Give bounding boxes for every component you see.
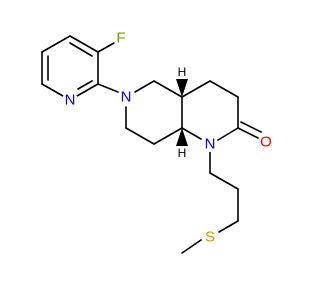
bond-c4-c5	[41, 35, 71, 53]
bond-c6-n-pyridine	[41, 83, 64, 97]
atom-pyridine-nitrogen: N	[62, 92, 78, 109]
molecule-structure-diagram: F N N N O S H H	[41, 29, 274, 254]
bond-c4a-c4	[181, 80, 211, 98]
bond-c3-c4	[69, 35, 99, 53]
bond-c3-f	[97, 42, 115, 53]
wedge-c8a-h	[176, 128, 188, 146]
fluorine-label: F	[116, 30, 125, 47]
wedge-c4a-h	[176, 79, 188, 97]
bonds	[41, 35, 262, 254]
bond-n6-c5	[134, 80, 155, 93]
bond-ca-cb	[209, 172, 239, 190]
bond-c8a-c8	[153, 127, 183, 145]
n1-nitrogen-label: N	[205, 136, 216, 153]
sulfur-label: S	[205, 229, 215, 246]
bond-n1-c8a	[181, 127, 202, 140]
bond-c3-c4-double	[69, 42, 93, 57]
h-label-4a: H	[178, 65, 187, 79]
atom-labels: F N N N O S H H	[62, 30, 274, 246]
bond-s-ch3	[181, 239, 202, 254]
stereo-wedges	[176, 79, 188, 146]
pyridine-nitrogen-label: N	[65, 92, 76, 109]
bond-c8-c7	[125, 127, 155, 145]
atom-oxygen: O	[258, 134, 274, 151]
bond-c2-n6	[97, 83, 119, 93]
bond-n-pyridine-c2	[76, 83, 99, 97]
atom-fluorine: F	[113, 30, 129, 47]
bond-c2-o-double	[240, 121, 262, 133]
atom-n6: N	[118, 89, 134, 106]
bond-c5-c4a	[153, 80, 183, 98]
bond-n-c2-double	[77, 80, 93, 90]
bond-c4-c3	[209, 80, 239, 98]
n6-nitrogen-label: N	[121, 89, 132, 106]
atom-n1: N	[202, 136, 218, 153]
bond-c2-o	[237, 127, 259, 139]
atom-sulfur: S	[202, 229, 218, 246]
bond-cc-s	[218, 220, 239, 233]
bond-c2-n1	[217, 127, 239, 141]
oxygen-label: O	[260, 134, 272, 151]
h-label-8a: H	[178, 146, 187, 160]
